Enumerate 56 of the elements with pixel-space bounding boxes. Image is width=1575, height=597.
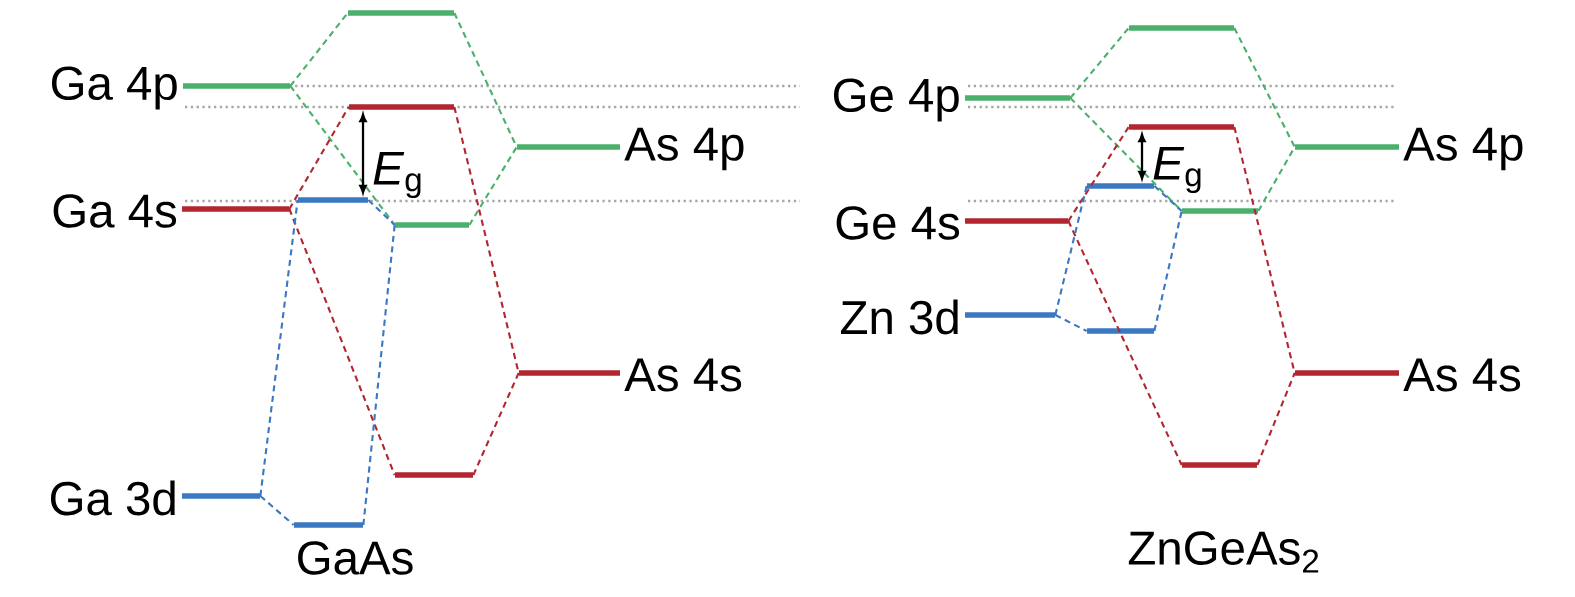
connector-line <box>1054 185 1088 316</box>
energy-level-bar <box>349 104 454 110</box>
connector-line <box>1069 27 1130 99</box>
band-gap-label: E$_{g}$ <box>373 151 421 199</box>
energy-level-bar <box>1129 25 1234 31</box>
connector-line <box>367 199 396 226</box>
node-label: Ga 3d <box>50 480 175 516</box>
connector-line <box>362 224 396 526</box>
connector-line <box>453 12 518 148</box>
energy-level-bar <box>395 472 473 478</box>
node-label: Ga 4s <box>53 194 177 228</box>
energy-level-bar <box>348 10 454 16</box>
energy-level-bar <box>1087 183 1154 189</box>
connector-line <box>259 199 299 497</box>
energy-level: Ge 4p <box>834 78 1070 122</box>
energy-level-bar <box>395 222 469 228</box>
connector-line <box>1067 220 1183 466</box>
node-label: As 4s <box>1403 358 1521 392</box>
connector-line <box>1153 185 1183 212</box>
node-label: As 4p <box>624 127 744 171</box>
energy-level: Ge 4s <box>836 206 1068 240</box>
connector-line <box>289 12 349 87</box>
energy-level-bar <box>1129 124 1234 130</box>
energy-level-bar <box>1087 328 1154 334</box>
band-gap-label: E$_{g}$ <box>1153 146 1201 194</box>
connector-line <box>288 208 396 476</box>
node-label: As 4p <box>1403 127 1523 171</box>
energy-level: Ga 4p <box>52 66 290 110</box>
connector-line <box>472 372 520 476</box>
node-label: As 4s <box>624 358 742 392</box>
connector-line <box>288 106 350 210</box>
energy-level-bar <box>294 522 363 528</box>
compound-label: GaAs <box>298 541 413 575</box>
node-label: Ge 4p <box>833 78 959 122</box>
connector-line <box>1054 314 1088 332</box>
energy-level: Zn 3d <box>841 299 1055 335</box>
node-label: Zn 3d <box>841 299 958 335</box>
node-label: Ge 4s <box>836 206 960 240</box>
energy-level: As 4p <box>517 127 744 171</box>
connector-line <box>468 146 518 226</box>
energy-level: As 4p <box>1295 127 1523 171</box>
connector-line <box>259 495 295 526</box>
node-label: Ga 4p <box>51 66 177 110</box>
energy-level: Ga 4s <box>53 194 289 228</box>
energy-level-bar <box>298 197 368 203</box>
connector-line <box>1233 27 1296 148</box>
connector-line <box>1153 210 1183 332</box>
connector-line <box>1067 126 1130 222</box>
energy-level: As 4s <box>519 358 742 392</box>
connector-line <box>1256 372 1296 466</box>
connector-line <box>1233 126 1296 374</box>
energy-level: Ga 3d <box>50 480 260 516</box>
energy-level-bar <box>1182 462 1257 468</box>
energy-level: As 4s <box>1295 358 1521 392</box>
compound-label: ZnGeAs$_{2}$ <box>1128 531 1319 573</box>
energy-level-bar <box>1182 208 1258 214</box>
